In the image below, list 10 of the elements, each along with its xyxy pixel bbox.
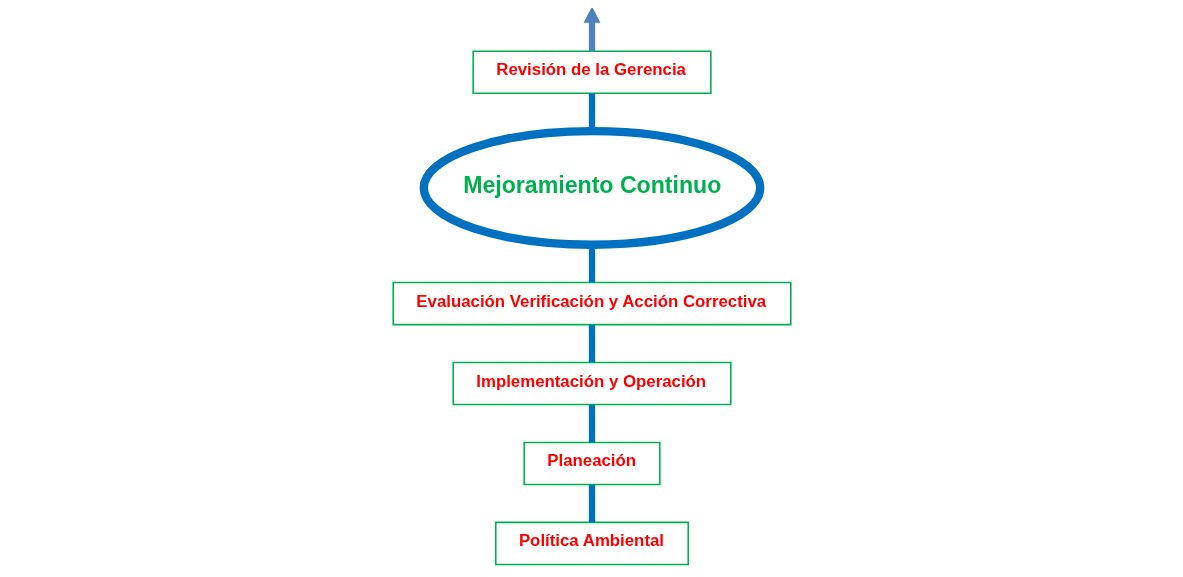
connector [588,324,595,363]
node-box: Política Ambiental [494,521,689,566]
node-ellipse: Mejoramiento Continuo [419,126,764,249]
connector [588,404,595,443]
node-box: Evaluación Verificación y Acción Correctiva [391,281,792,326]
arrow [582,8,601,51]
node-box: Planeación [522,441,661,486]
connector [588,484,595,523]
node-box: Implementación y Operación [451,361,732,406]
node-box: Revisión de la Gerencia [471,50,712,95]
